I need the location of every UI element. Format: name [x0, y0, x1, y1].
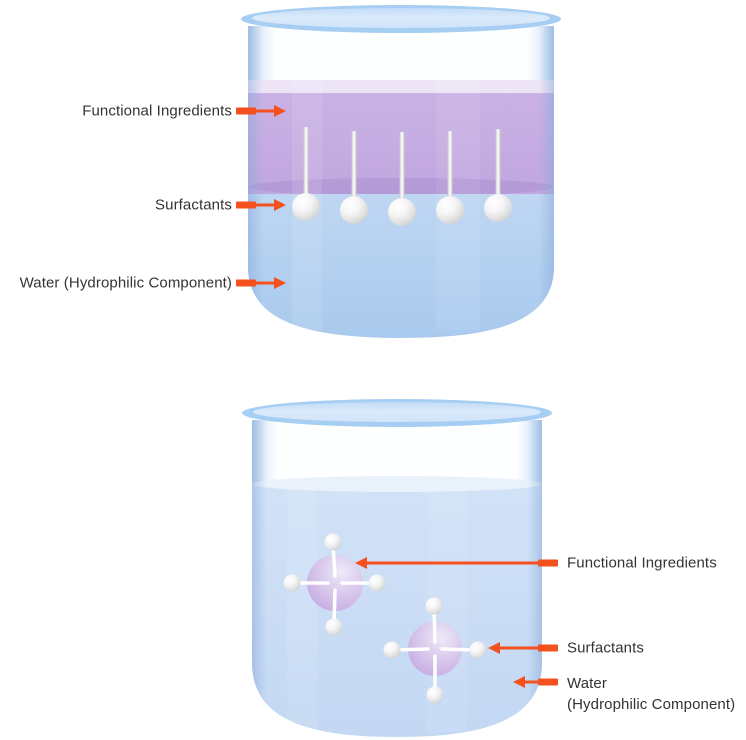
micelle — [283, 533, 386, 636]
arrow-left-icon — [355, 557, 558, 569]
label-surfactants: Surfactants — [567, 639, 644, 657]
beaker-before-mixing — [241, 5, 561, 338]
micelle — [383, 597, 487, 704]
surfactant-pin — [436, 131, 464, 224]
surfactant-pin — [388, 132, 416, 226]
arrow-right-icon — [236, 105, 286, 117]
beaker-rim — [241, 5, 561, 33]
label-water: Water (Hydrophilic Component) — [19, 274, 232, 292]
surfactant-pin — [484, 129, 512, 222]
label-water-line2: (Hydrophilic Component) — [567, 696, 736, 713]
label-surfactants: Surfactants — [155, 196, 232, 214]
arrow-right-icon — [236, 277, 286, 289]
functional-ingredient-core — [408, 622, 462, 676]
beaker-after-mixing — [242, 399, 552, 737]
arrow-left-icon — [488, 642, 558, 654]
functional-ingredient-core — [307, 555, 363, 611]
label-functional-ingredients: Functional Ingredients — [567, 554, 717, 572]
surfactant-heads — [383, 597, 487, 704]
label-functional-ingredients: Functional Ingredients — [82, 102, 232, 120]
surfactant-pin — [340, 131, 368, 224]
surfactant-heads — [283, 533, 386, 636]
surfactant-pin — [292, 127, 320, 221]
label-water: Water (Hydrophilic Component) — [567, 673, 735, 715]
label-water-line1: Water — [567, 675, 607, 692]
glass-edge-shading — [252, 420, 542, 737]
arrow-left-icon — [513, 676, 558, 688]
arrow-right-icon — [236, 199, 286, 211]
surfactant-pins — [292, 127, 512, 226]
beaker-rim — [242, 399, 552, 427]
